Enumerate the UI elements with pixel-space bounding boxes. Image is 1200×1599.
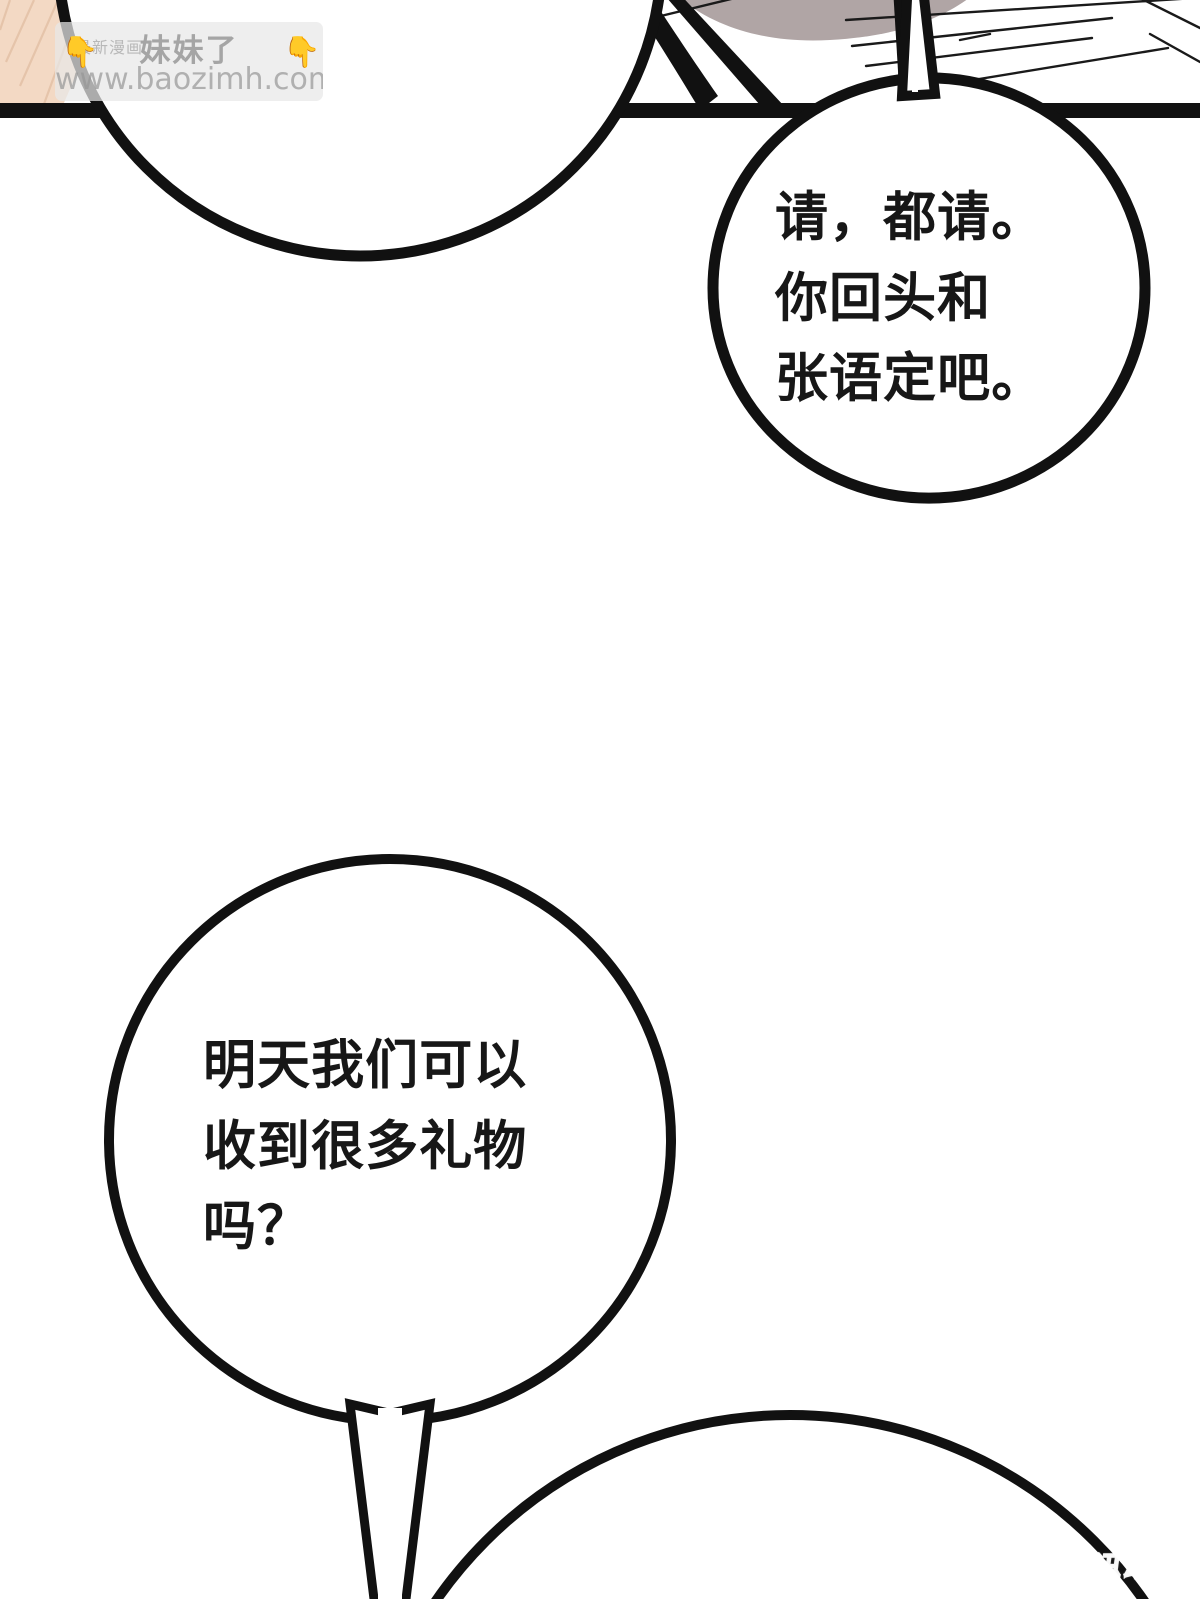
baozimh-watermark-url: www.baozimh.com — [55, 62, 323, 97]
speech-bubble-right — [707, 0, 1151, 504]
panel-bottom-content — [104, 854, 1149, 1599]
pointing-down-hand-icon: 👇 — [61, 35, 99, 70]
speech-bubble-bottom-left — [104, 854, 676, 1599]
speech-bubble-bottom-right — [431, 1410, 1149, 1599]
baozimh-watermark-faint-text: 最新漫画 — [75, 38, 144, 57]
baozimh-watermark: 最新漫画 妹妹了 👇 👇 www.baozimh.com — [55, 22, 323, 101]
pointing-down-hand-icon: 👇 — [283, 35, 321, 70]
tencent-comics-watermark: 腾讯动漫 — [1056, 1550, 1190, 1586]
baozimh-watermark-title: 妹妹了 — [139, 33, 239, 69]
